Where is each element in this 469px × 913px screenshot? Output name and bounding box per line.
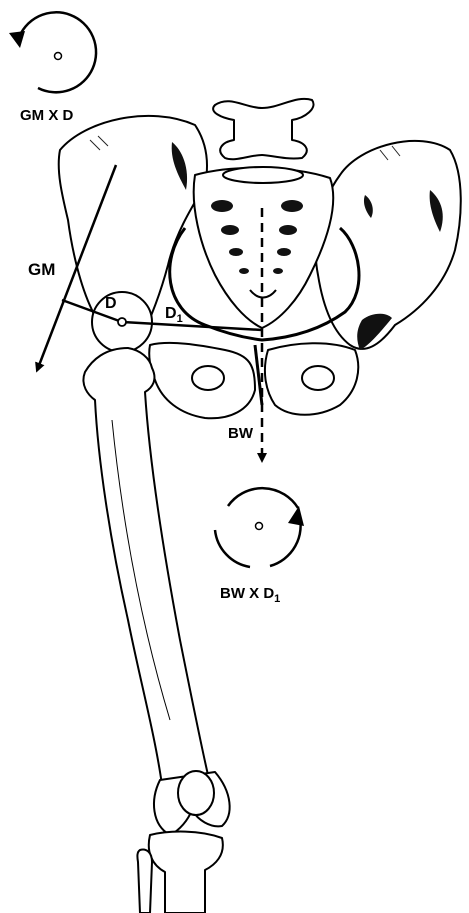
- gm-moment-label: GM X D: [20, 107, 74, 124]
- tibia: [149, 832, 223, 913]
- rotation-arc-left: [215, 530, 250, 567]
- sacrum: [194, 168, 334, 328]
- lever-arm-d-label: D: [105, 295, 117, 312]
- rotation-arrowhead-icon: [288, 506, 304, 526]
- bw-moment-rotation-symbol: BW X D1: [215, 488, 304, 605]
- rotation-center-point: [256, 523, 263, 530]
- patella: [178, 771, 214, 815]
- right-obturator-foramen: [302, 366, 334, 390]
- hip-joint-center: [118, 318, 126, 326]
- lumbar-vertebra: [213, 99, 313, 183]
- gm-moment-rotation-symbol: GM X D: [9, 12, 96, 124]
- body-weight-label: BW: [228, 425, 254, 442]
- rotation-center-point: [55, 53, 62, 60]
- rotation-arrowhead-icon: [9, 31, 25, 48]
- bw-moment-label: BW X D1: [220, 585, 280, 605]
- gm-label: GM: [28, 260, 55, 279]
- rotation-arc-top: [228, 488, 298, 508]
- left-obturator-foramen: [192, 366, 224, 390]
- fibula: [137, 850, 152, 913]
